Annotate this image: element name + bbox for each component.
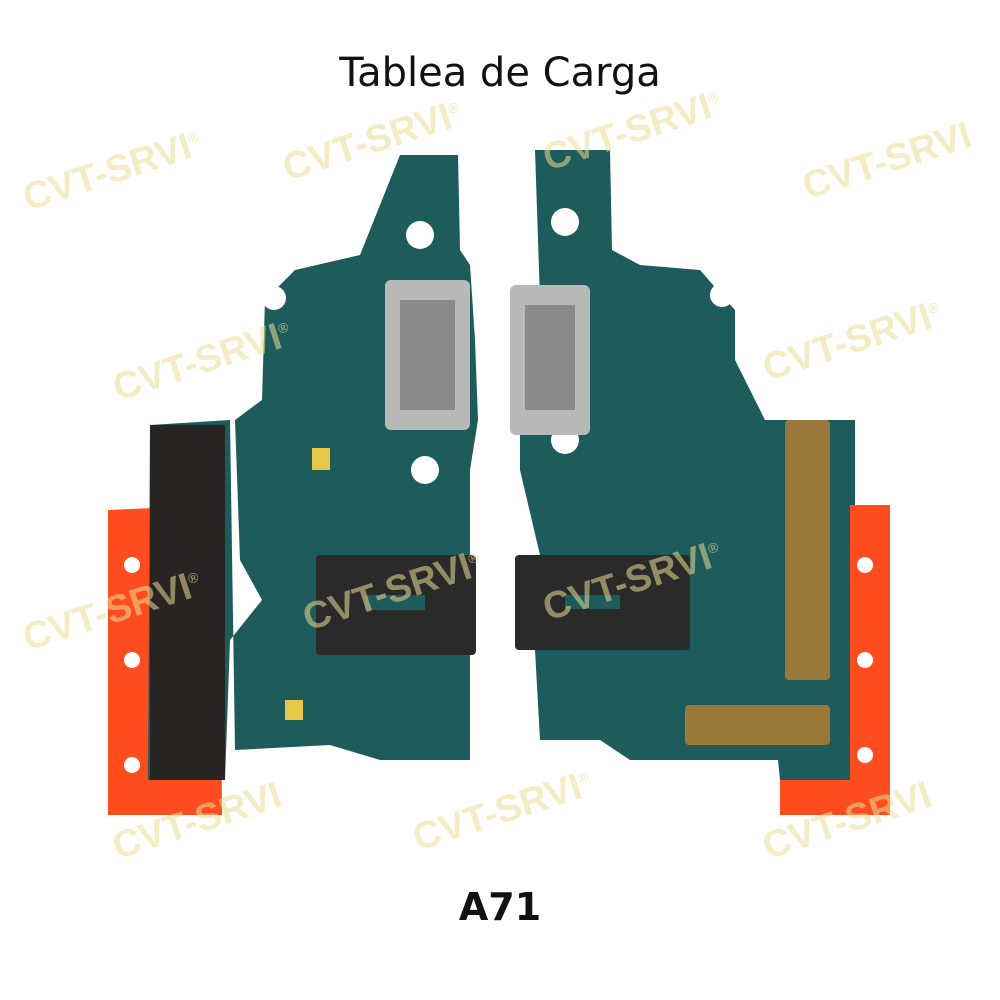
model-label: A71 [458, 885, 542, 929]
product-title: Tablea de Carga [339, 50, 661, 96]
board-connector-horizontal [685, 705, 830, 745]
board-connector-vertical [785, 420, 830, 680]
right-orange-flex [780, 505, 890, 815]
